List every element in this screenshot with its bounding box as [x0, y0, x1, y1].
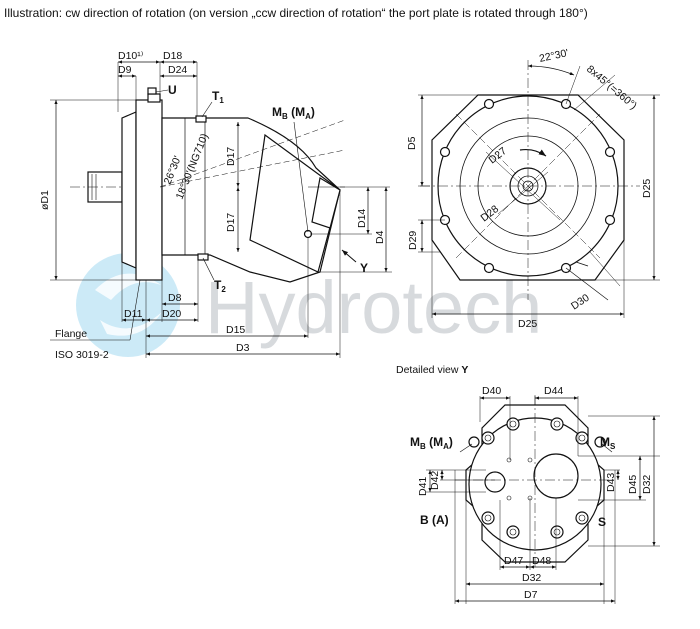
label-D25-vertical: D25	[641, 179, 653, 198]
label-D15: D15	[226, 324, 245, 336]
label-D29: D29	[407, 231, 419, 250]
label-D45: D45	[627, 475, 639, 494]
label-D4: D4	[374, 230, 386, 244]
label-bolt-pattern: 8x45°(=360°)	[584, 63, 639, 112]
label-D48: D48	[532, 555, 551, 567]
detail-view-labels: D40 D44 MB (MA) MS D41 D42 D43 D45 D32 B…	[410, 385, 653, 601]
label-U: U	[168, 83, 177, 97]
label-D14: D14	[356, 209, 368, 228]
label-D3: D3	[236, 342, 250, 354]
label-angle-22: 22°30'	[538, 47, 569, 65]
label-D17-top: D17	[225, 147, 237, 166]
label-T1: T1	[212, 89, 224, 105]
label-B-A: B (A)	[420, 513, 449, 527]
label-S: S	[598, 515, 606, 529]
side-view	[50, 60, 392, 358]
label-D1: øD1	[39, 190, 51, 210]
label-D5: D5	[406, 136, 418, 150]
label-D20: D20	[162, 308, 181, 320]
label-D43: D43	[605, 473, 617, 492]
label-D32-horizontal: D32	[522, 572, 541, 584]
label-D30: D30	[569, 292, 592, 313]
label-MB-detail: MB (MA)	[410, 435, 453, 451]
label-D47: D47	[504, 555, 523, 567]
label-D24: D24	[168, 64, 187, 76]
label-D8: D8	[168, 292, 182, 304]
detail-view	[426, 395, 660, 604]
label-flange: Flange	[55, 328, 87, 340]
label-D10: D10¹⁾	[118, 50, 144, 62]
label-T2: T2	[214, 278, 226, 294]
label-iso: ISO 3019-2	[55, 349, 109, 361]
label-D32-vertical: D32	[641, 475, 653, 494]
label-D17-bottom: D17	[225, 213, 237, 232]
label-D7: D7	[524, 589, 538, 601]
label-MB: MB (MA)	[272, 105, 315, 121]
front-view	[418, 60, 660, 318]
label-D40: D40	[482, 385, 501, 397]
figure-caption: Illustration: cw direction of rotation (…	[4, 6, 588, 20]
label-MS: MS	[600, 435, 616, 451]
label-D44: D44	[544, 385, 563, 397]
label-D9: D9	[118, 64, 132, 76]
detail-view-title: Detailed view Y	[396, 364, 468, 376]
label-D18: D18	[163, 50, 182, 62]
label-D25-horizontal: D25	[518, 318, 537, 330]
label-Y: Y	[360, 261, 368, 275]
label-D42: D42	[429, 471, 441, 490]
label-D11: D11	[124, 308, 143, 320]
label-D41: D41	[417, 477, 429, 496]
